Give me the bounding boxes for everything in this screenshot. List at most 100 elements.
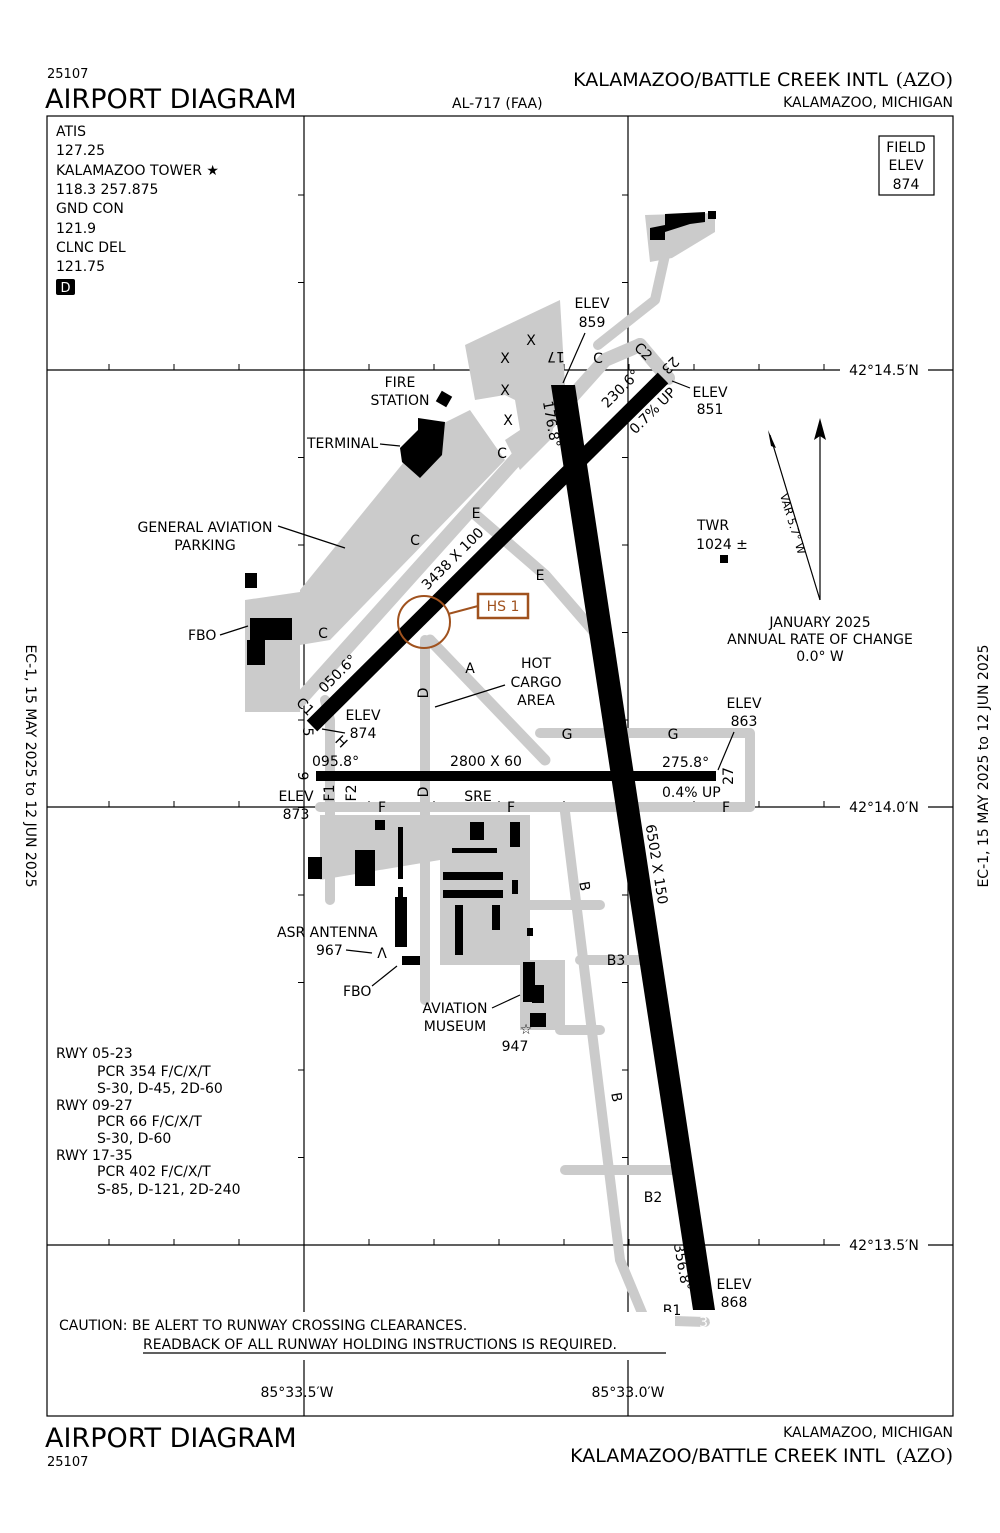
- latitude-label: 42°14.0′N: [849, 800, 919, 816]
- svg-text:F2: F2: [344, 785, 360, 802]
- svg-text:B: B: [575, 880, 592, 892]
- svg-text:FIRE: FIRE: [385, 375, 416, 391]
- svg-text:F: F: [378, 800, 386, 816]
- svg-text:ELEV: ELEV: [345, 708, 380, 724]
- magnetic-variation: VAR 5.7° W JANUARY 2025 ANNUAL RATE OF C…: [727, 418, 913, 665]
- svg-text:TWR: TWR: [696, 518, 729, 534]
- pcr-table: RWY 05-23 PCR 354 F/C/X/T S-30, D-45, 2D…: [56, 1046, 241, 1198]
- svg-text:947: 947: [502, 1039, 529, 1055]
- svg-text:868: 868: [721, 1295, 748, 1311]
- svg-text:35: 35: [699, 1315, 717, 1331]
- svg-text:RWY 05-23: RWY 05-23: [56, 1046, 133, 1062]
- svg-text:GND CON: GND CON: [56, 201, 124, 217]
- svg-text:GENERAL AVIATION: GENERAL AVIATION: [137, 520, 272, 536]
- svg-text:SRE: SRE: [464, 789, 491, 805]
- svg-text:TERMINAL: TERMINAL: [306, 436, 378, 452]
- svg-text:PARKING: PARKING: [174, 538, 235, 554]
- svg-text:FBO: FBO: [188, 628, 216, 644]
- svg-text:CAUTION: BE ALERT TO RUNWAY CR: CAUTION: BE ALERT TO RUNWAY CROSSING CLE…: [59, 1318, 467, 1334]
- svg-text:READBACK OF ALL RUNWAY HOLDING: READBACK OF ALL RUNWAY HOLDING INSTRUCTI…: [143, 1337, 617, 1353]
- svg-text:D: D: [416, 787, 432, 798]
- svg-text:S-30, D-60: S-30, D-60: [97, 1131, 171, 1147]
- svg-text:0.0° W: 0.0° W: [796, 649, 844, 665]
- svg-text:851: 851: [697, 402, 724, 418]
- svg-text:C: C: [497, 446, 507, 462]
- svg-text:X: X: [503, 413, 513, 429]
- svg-text:STATION: STATION: [370, 393, 429, 409]
- svg-text:MUSEUM: MUSEUM: [424, 1019, 486, 1035]
- svg-text:275.8°: 275.8°: [662, 755, 709, 771]
- svg-text:G: G: [668, 727, 679, 743]
- svg-text:863: 863: [731, 714, 758, 730]
- svg-text:ELEV: ELEV: [574, 296, 609, 312]
- svg-text:0.4% UP: 0.4% UP: [662, 785, 721, 801]
- svg-text:874: 874: [350, 726, 377, 742]
- svg-text:ASR ANTENNA: ASR ANTENNA: [277, 925, 378, 941]
- obstacle-star-icon: ☆: [520, 1022, 533, 1038]
- svg-text:874: 874: [893, 177, 920, 193]
- svg-text:ANNUAL RATE OF CHANGE: ANNUAL RATE OF CHANGE: [727, 632, 913, 648]
- svg-text:ELEV: ELEV: [726, 696, 761, 712]
- svg-text:PCR 402 F/C/X/T: PCR 402 F/C/X/T: [97, 1164, 211, 1180]
- svg-text:9: 9: [294, 772, 310, 781]
- airport-location: KALAMAZOO, MICHIGAN: [783, 95, 953, 111]
- svg-text:RWY 17-35: RWY 17-35: [56, 1148, 133, 1164]
- svg-text:CARGO: CARGO: [511, 675, 562, 691]
- svg-text:5: 5: [299, 728, 315, 737]
- svg-text:121.9: 121.9: [56, 221, 96, 237]
- svg-text:B: B: [607, 1091, 624, 1103]
- svg-text:E: E: [472, 506, 481, 522]
- effective-dates-left: EC-1, 15 MAY 2025 to 12 JUN 2025: [22, 644, 38, 887]
- svg-text:AVIATION: AVIATION: [422, 1001, 487, 1017]
- hot-spot-label: HS 1: [487, 599, 520, 615]
- svg-text:B2: B2: [644, 1190, 663, 1206]
- svg-text:27: 27: [721, 767, 737, 785]
- svg-text:118.3 257.875: 118.3 257.875: [56, 182, 158, 198]
- svg-text:RWY 09-27: RWY 09-27: [56, 1098, 133, 1114]
- runway-05-23: [306, 372, 669, 732]
- comm-frequencies: ATIS 127.25 KALAMAZOO TOWER ★ 118.3 257.…: [56, 124, 219, 296]
- footer-chart-number: 25107: [47, 1455, 88, 1470]
- runway-09-27: [316, 771, 716, 781]
- svg-text:873: 873: [283, 807, 310, 823]
- svg-text:C: C: [318, 626, 328, 642]
- svg-text:ELEV: ELEV: [692, 385, 727, 401]
- svg-text:B3: B3: [607, 953, 626, 969]
- svg-text:967: 967: [316, 943, 343, 959]
- svg-text:F1: F1: [322, 785, 338, 802]
- asr-antenna-icon: Λ: [377, 946, 387, 962]
- svg-text:2800 X 60: 2800 X 60: [450, 754, 522, 770]
- field-elevation-box: FIELD ELEV 874: [878, 135, 935, 196]
- buildings: [245, 211, 728, 1027]
- svg-text:JANUARY 2025: JANUARY 2025: [768, 615, 870, 631]
- diagram-frame: [46, 115, 954, 1417]
- runway-17-35: [551, 385, 715, 1310]
- svg-text:X: X: [500, 383, 510, 399]
- svg-text:FBO: FBO: [343, 984, 371, 1000]
- svg-text:A: A: [465, 661, 475, 677]
- latitude-label: 42°13.5′N: [849, 1238, 919, 1254]
- svg-text:17: 17: [547, 348, 565, 364]
- caution-note: CAUTION: BE ALERT TO RUNWAY CROSSING CLE…: [55, 1312, 675, 1360]
- svg-text:FIELD: FIELD: [886, 140, 926, 156]
- svg-text:X: X: [500, 351, 510, 367]
- chart-number: 25107: [47, 67, 88, 82]
- svg-text:127.25: 127.25: [56, 143, 105, 159]
- footer-airport-id: (AZO): [896, 1445, 953, 1467]
- svg-text:S-85, D-121, 2D-240: S-85, D-121, 2D-240: [97, 1182, 241, 1198]
- footer-title: AIRPORT DIAGRAM: [45, 1423, 297, 1454]
- svg-text:AREA: AREA: [517, 693, 555, 709]
- svg-text:PCR 354 F/C/X/T: PCR 354 F/C/X/T: [97, 1064, 211, 1080]
- svg-text:ELEV: ELEV: [888, 158, 923, 174]
- svg-text:X: X: [526, 333, 536, 349]
- diagram-title: AIRPORT DIAGRAM: [45, 84, 297, 115]
- svg-text:095.8°: 095.8°: [312, 754, 359, 770]
- airport-name: KALAMAZOO/BATTLE CREEK INTL: [573, 69, 888, 91]
- airspace-class-badge: D: [60, 281, 70, 296]
- airport-id: (AZO): [896, 69, 953, 91]
- svg-text:VAR 5.7° W: VAR 5.7° W: [777, 492, 808, 556]
- svg-text:HOT: HOT: [521, 656, 552, 672]
- taxiway-labels: X X X X C C2 C C C C1 E E A D D H G G F1…: [293, 333, 730, 1319]
- svg-text:G: G: [562, 727, 573, 743]
